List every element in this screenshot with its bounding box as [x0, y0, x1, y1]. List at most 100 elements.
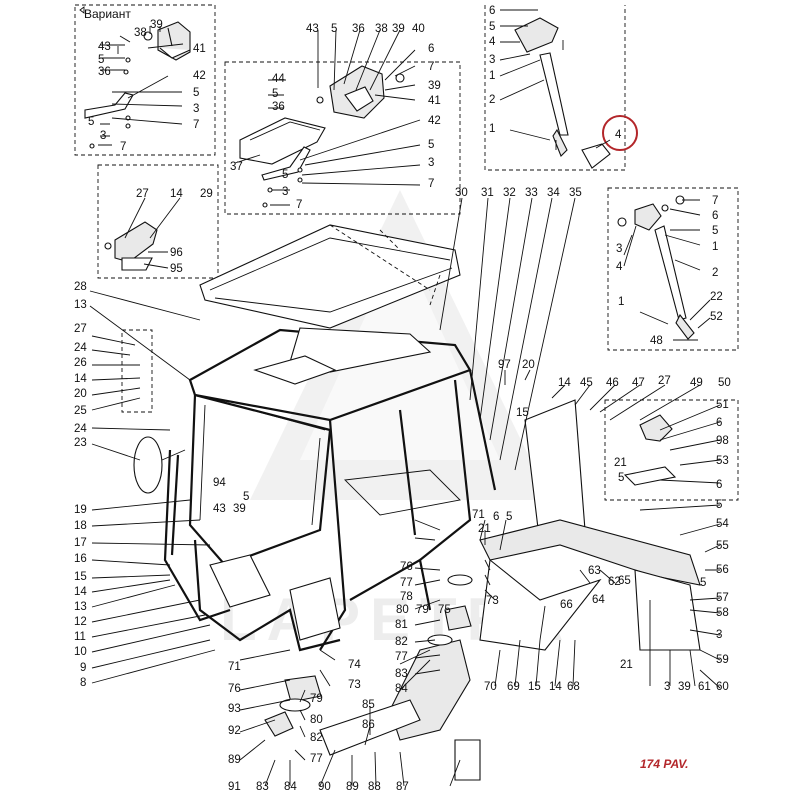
- svg-text:42: 42: [193, 70, 206, 82]
- svg-text:42: 42: [428, 115, 441, 127]
- svg-text:71: 71: [472, 509, 485, 521]
- svg-text:38: 38: [375, 23, 388, 35]
- svg-text:75: 75: [438, 604, 451, 616]
- svg-text:52: 52: [710, 311, 723, 323]
- svg-text:14: 14: [170, 188, 183, 200]
- svg-text:36: 36: [272, 101, 285, 113]
- svg-text:44: 44: [272, 73, 285, 85]
- svg-text:33: 33: [525, 187, 538, 199]
- svg-text:41: 41: [193, 43, 206, 55]
- svg-text:66: 66: [560, 599, 573, 611]
- svg-text:83: 83: [256, 781, 269, 793]
- svg-text:92: 92: [228, 725, 241, 737]
- svg-text:5: 5: [700, 577, 706, 589]
- svg-text:21: 21: [620, 659, 633, 671]
- svg-text:77: 77: [400, 577, 413, 589]
- svg-text:18: 18: [74, 520, 87, 532]
- svg-text:82: 82: [310, 732, 323, 744]
- svg-text:39: 39: [233, 503, 246, 515]
- svg-text:78: 78: [400, 591, 413, 603]
- svg-text:6: 6: [489, 5, 495, 17]
- roof-fixing-box: 43 5 36 38 39 40 6 7 39 41 44 5 36 37 42…: [224, 23, 461, 215]
- svg-text:5: 5: [193, 87, 199, 99]
- svg-text:87: 87: [396, 781, 409, 793]
- svg-text:5: 5: [98, 54, 104, 66]
- svg-text:5: 5: [489, 21, 495, 33]
- highlight-circle: [602, 115, 638, 151]
- variant-box: Вариант 39 38 41 43 5 36 42 5 3 7 5 3 7: [74, 4, 216, 156]
- svg-text:89: 89: [228, 754, 241, 766]
- svg-text:57: 57: [716, 592, 729, 604]
- svg-text:7: 7: [193, 119, 199, 131]
- svg-text:62: 62: [608, 576, 621, 588]
- svg-text:5: 5: [243, 491, 249, 503]
- svg-text:29: 29: [200, 188, 213, 200]
- svg-text:5: 5: [282, 169, 288, 181]
- svg-text:3: 3: [428, 157, 434, 169]
- svg-text:50: 50: [718, 377, 731, 389]
- svg-text:17: 17: [74, 537, 87, 549]
- svg-text:60: 60: [716, 681, 729, 693]
- svg-text:70: 70: [484, 681, 497, 693]
- svg-text:41: 41: [428, 95, 441, 107]
- svg-text:3: 3: [193, 103, 199, 115]
- svg-text:26: 26: [74, 357, 87, 369]
- svg-text:76: 76: [400, 561, 413, 573]
- svg-text:93: 93: [228, 703, 241, 715]
- svg-text:15: 15: [516, 407, 529, 419]
- svg-text:40: 40: [412, 23, 425, 35]
- svg-text:21: 21: [478, 523, 491, 535]
- svg-text:21: 21: [614, 457, 627, 469]
- svg-text:73: 73: [348, 679, 361, 691]
- svg-text:89: 89: [346, 781, 359, 793]
- svg-text:39: 39: [428, 80, 441, 92]
- svg-text:7: 7: [712, 195, 718, 207]
- svg-text:88: 88: [368, 781, 381, 793]
- svg-text:24: 24: [74, 342, 87, 354]
- svg-text:9: 9: [80, 662, 86, 674]
- svg-text:73: 73: [486, 595, 499, 607]
- svg-text:80: 80: [396, 604, 409, 616]
- svg-text:58: 58: [716, 607, 729, 619]
- svg-text:94: 94: [213, 477, 226, 489]
- svg-text:34: 34: [547, 187, 560, 199]
- svg-text:14: 14: [74, 586, 87, 598]
- leader-lines: [89, 197, 721, 787]
- svg-text:69: 69: [507, 681, 520, 693]
- svg-text:56: 56: [716, 564, 729, 576]
- svg-text:68: 68: [567, 681, 580, 693]
- svg-text:79: 79: [310, 693, 323, 705]
- svg-text:11: 11: [74, 631, 86, 643]
- svg-text:20: 20: [522, 359, 535, 371]
- roof-panel: [199, 224, 461, 329]
- cab-frame: [121, 327, 739, 781]
- svg-text:3: 3: [489, 54, 495, 66]
- svg-text:3: 3: [616, 243, 622, 255]
- svg-text:5: 5: [428, 139, 434, 151]
- svg-text:5: 5: [716, 499, 722, 511]
- svg-text:1: 1: [489, 123, 495, 135]
- svg-text:10: 10: [74, 646, 87, 658]
- svg-text:32: 32: [503, 187, 516, 199]
- svg-text:77: 77: [310, 753, 323, 765]
- svg-text:84: 84: [284, 781, 297, 793]
- svg-text:54: 54: [716, 518, 729, 530]
- svg-text:51: 51: [716, 399, 729, 411]
- svg-text:81: 81: [395, 619, 408, 631]
- svg-text:3: 3: [664, 681, 670, 693]
- svg-text:20: 20: [74, 388, 87, 400]
- svg-text:14: 14: [549, 681, 562, 693]
- svg-text:6: 6: [712, 210, 718, 222]
- variant-label: Вариант: [84, 7, 131, 21]
- svg-text:83: 83: [395, 668, 408, 680]
- svg-text:85: 85: [362, 699, 375, 711]
- svg-text:84: 84: [395, 683, 408, 695]
- svg-text:23: 23: [74, 437, 87, 449]
- svg-text:2: 2: [712, 267, 718, 279]
- gas-strut-box-2: 7 6 5 1 3 4 2 1 22 52 48: [607, 187, 739, 351]
- svg-text:31: 31: [481, 187, 494, 199]
- svg-text:43: 43: [213, 503, 226, 515]
- svg-text:47: 47: [632, 377, 645, 389]
- svg-text:4: 4: [616, 261, 623, 273]
